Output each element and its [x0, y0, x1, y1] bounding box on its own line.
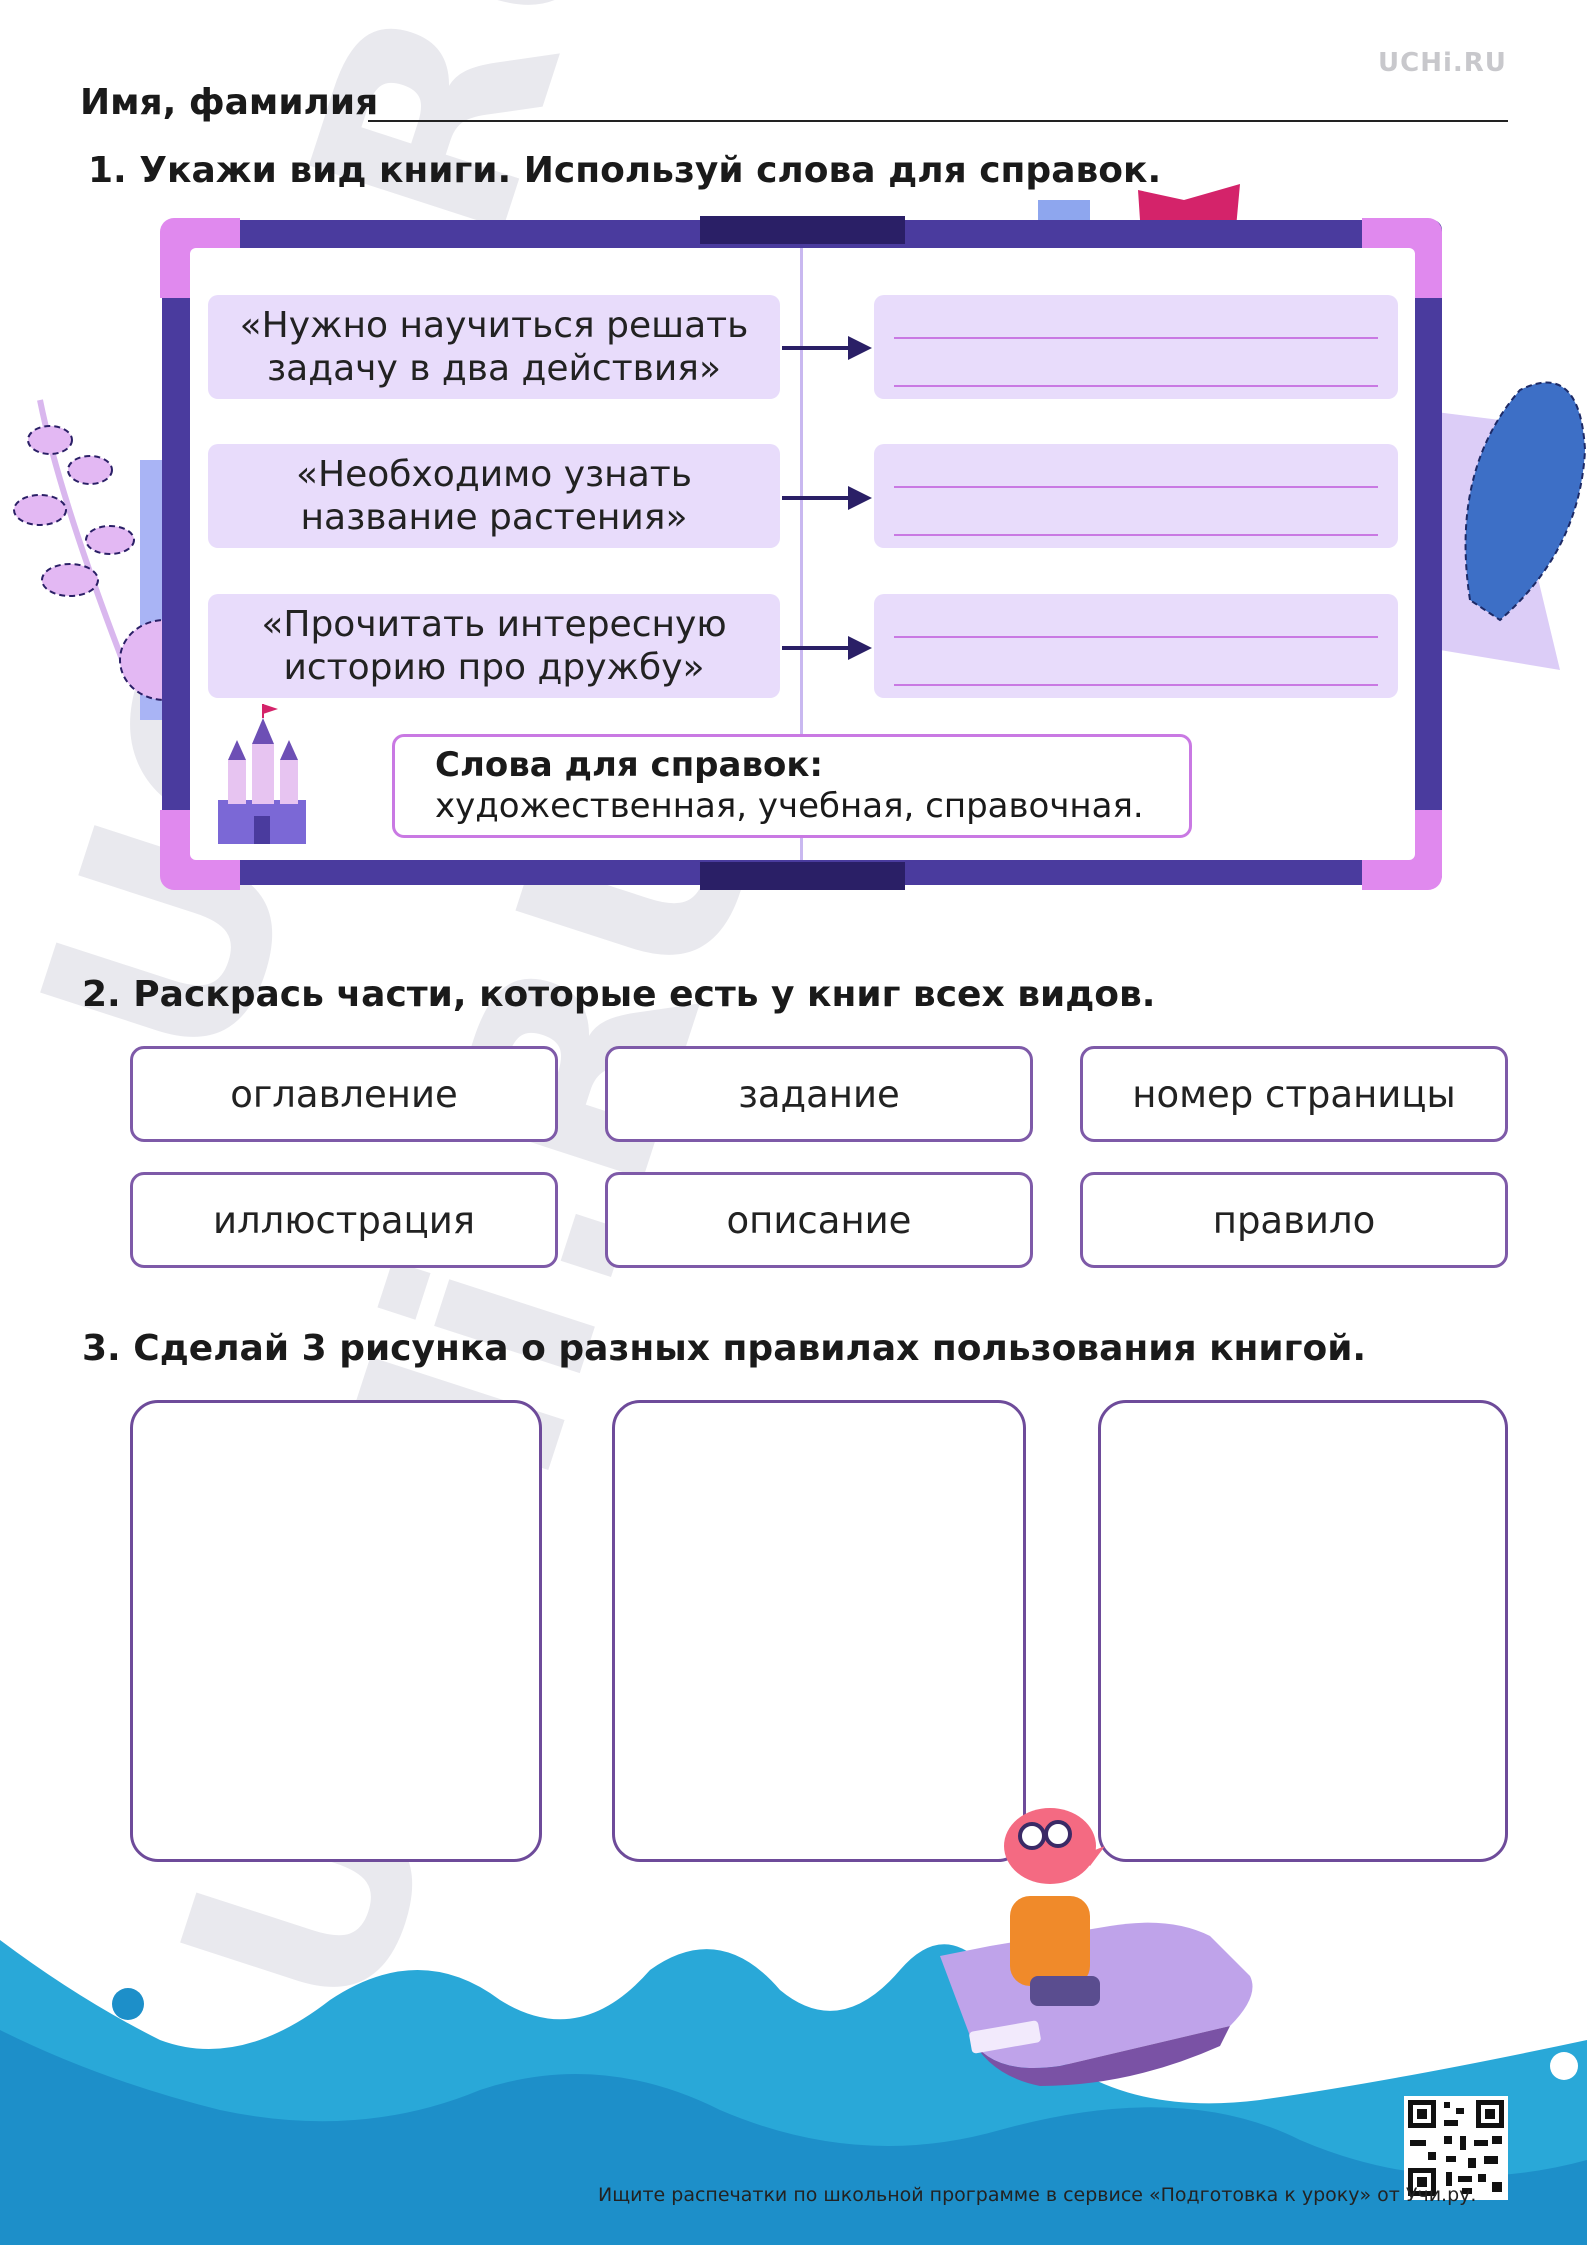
name-input-line[interactable]	[368, 120, 1508, 122]
uchi-logo: UCHi.RU	[1378, 48, 1507, 78]
drawing-box-2[interactable]	[612, 1400, 1026, 1862]
part-option[interactable]: оглавление	[130, 1046, 558, 1142]
book-spine	[800, 248, 803, 860]
part-option[interactable]: описание	[605, 1172, 1033, 1268]
answer-field-3[interactable]	[874, 594, 1398, 698]
reference-words: художественная, учебная, справочная.	[435, 786, 1144, 826]
arrow-right-icon	[782, 486, 872, 510]
arrow-right-icon	[782, 636, 872, 660]
part-option[interactable]: задание	[605, 1046, 1033, 1142]
wave-illustration	[0, 1940, 1587, 2245]
book-binding-bottom	[700, 862, 905, 890]
part-option[interactable]: правило	[1080, 1172, 1508, 1268]
task3-text: Сделай 3 рисунка о разных правилах польз…	[133, 1328, 1367, 1369]
name-label: Имя, фамилия	[80, 82, 379, 123]
task2-number: 2.	[82, 974, 121, 1015]
task1-title: 1. Укажи вид книги. Используй слова для …	[88, 150, 1161, 191]
quote-3: «Прочитать интересную историю про дружбу…	[208, 594, 780, 698]
quote-2: «Необходимо узнать название растения»	[208, 444, 780, 548]
reference-words-box: Слова для справок: художественная, учебн…	[392, 734, 1192, 838]
footer-text: Ищите распечатки по школьной программе в…	[598, 2184, 1477, 2206]
answer-field-2[interactable]	[874, 444, 1398, 548]
part-option[interactable]: иллюстрация	[130, 1172, 558, 1268]
castle-icon	[218, 704, 306, 844]
task3-number: 3.	[82, 1328, 121, 1369]
arrow-right-icon	[782, 336, 872, 360]
task3-title: 3. Сделай 3 рисунка о разных правилах по…	[82, 1328, 1366, 1369]
qr-code[interactable]	[1404, 2096, 1508, 2200]
drawing-box-3[interactable]	[1098, 1400, 1508, 1862]
dinosaur-jetski-illustration	[940, 1808, 1253, 2086]
reference-title: Слова для справок:	[435, 745, 824, 785]
book-binding-top	[700, 216, 905, 244]
part-option[interactable]: номер страницы	[1080, 1046, 1508, 1142]
drawing-box-1[interactable]	[130, 1400, 542, 1862]
task2-title: 2. Раскрась части, которые есть у книг в…	[82, 974, 1155, 1015]
quote-1: «Нужно научиться решать задачу в два дей…	[208, 295, 780, 399]
feather-illustration	[1420, 381, 1587, 670]
task1-text: Укажи вид книги. Используй слова для спр…	[139, 150, 1162, 191]
answer-field-1[interactable]	[874, 295, 1398, 399]
task1-number: 1.	[88, 150, 127, 191]
task2-text: Раскрась части, которые есть у книг всех…	[133, 974, 1156, 1015]
